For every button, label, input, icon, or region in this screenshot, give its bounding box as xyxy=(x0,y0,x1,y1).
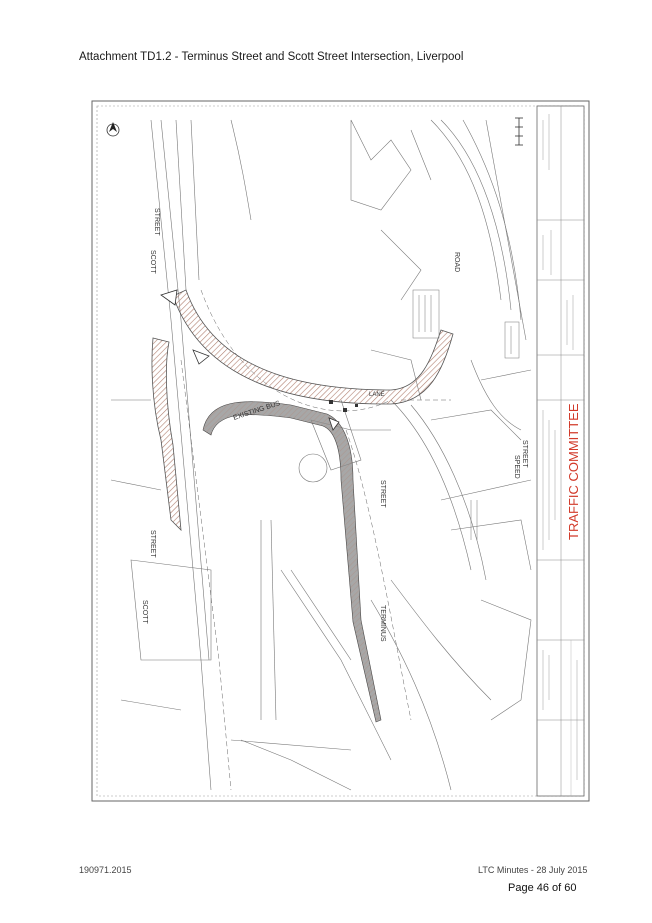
north-arrow-icon xyxy=(106,122,120,137)
annotation-notes xyxy=(412,289,520,540)
label-scott-street: SCOTT xyxy=(149,250,156,274)
label-scott-street-2: STREET xyxy=(153,208,160,236)
label-scott-street-left-2: STREET xyxy=(149,530,156,558)
scale-bar-icon xyxy=(515,117,523,146)
page-number: Page 46 of 60 xyxy=(508,882,577,894)
label-speed-street: STREET xyxy=(521,440,528,468)
hatched-kerb-west xyxy=(151,337,182,532)
label-terminus-street: STREET xyxy=(379,480,386,508)
label-speed: SPEED xyxy=(513,455,520,479)
traffic-islands xyxy=(160,289,340,431)
footer-meeting: LTC Minutes - 28 July 2015 xyxy=(478,865,588,875)
traffic-committee-stamp: TRAFFIC COMMITTEE xyxy=(566,403,581,540)
dimension-marks xyxy=(329,400,358,412)
label-lane: LANE xyxy=(369,392,385,398)
engineering-drawing: TRAFFIC COMMITTEE xyxy=(91,100,590,802)
page-title: Attachment TD1.2 - Terminus Street and S… xyxy=(79,51,464,63)
sheet-border xyxy=(91,100,590,802)
background-linework xyxy=(110,119,532,791)
label-road: ROAD xyxy=(453,252,460,272)
label-scott-street-left: SCOTT xyxy=(141,600,148,624)
centre-lines xyxy=(180,289,451,791)
label-terminus: TERMINUS xyxy=(379,605,386,642)
hatched-kerb-north xyxy=(172,289,454,405)
footer-reference: 190971.2015 xyxy=(79,865,132,875)
bus-lane-curve-hatch xyxy=(203,401,381,722)
title-block xyxy=(536,105,585,797)
